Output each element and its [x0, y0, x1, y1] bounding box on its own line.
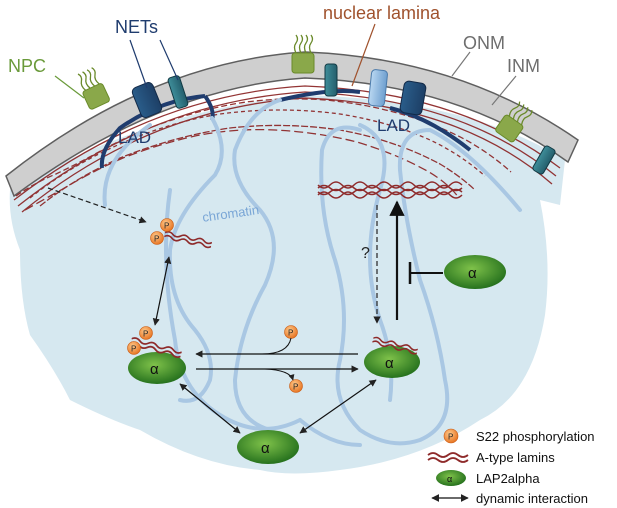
- net-mid-dark: [399, 80, 427, 116]
- svg-text:P: P: [293, 383, 298, 392]
- lap2alpha-left-glyph: α: [150, 361, 159, 378]
- legend-phospho-icon: P: [443, 428, 459, 444]
- onm-callout: [451, 51, 471, 77]
- legend: P S22 phosphorylation A-type lamins α LA…: [427, 428, 595, 506]
- phospho-mid-top: P: [284, 325, 298, 339]
- phospho-release-curve: [261, 337, 292, 355]
- svg-text:α: α: [447, 474, 452, 484]
- svg-text:P: P: [164, 222, 169, 231]
- legend-arrow-label: dynamic interaction: [476, 491, 588, 506]
- net-mid-teal: [324, 63, 338, 97]
- lamina-callout: [351, 23, 376, 87]
- phospho-add-curve: [264, 368, 295, 381]
- nets-callout-1: [129, 39, 148, 89]
- dashed-arrow-left: [47, 187, 147, 224]
- lap2alpha-right-mid-glyph: α: [385, 355, 394, 372]
- question-mark: ?: [361, 245, 370, 262]
- lamin-polymer-right: [317, 181, 463, 199]
- net-left-teal: [167, 75, 189, 109]
- lap2alpha-left: [128, 352, 186, 384]
- double-arrow-vertical: [152, 256, 172, 326]
- svg-text:P: P: [448, 433, 453, 442]
- inm-callout: [491, 75, 517, 106]
- svg-text:P: P: [154, 235, 159, 244]
- npc-right: [495, 101, 533, 143]
- nets-label: NETs: [115, 17, 158, 37]
- legend-phospho-label: S22 phosphorylation: [476, 429, 595, 444]
- svg-text:P: P: [143, 330, 148, 339]
- lap2alpha-bottom-glyph: α: [261, 440, 270, 457]
- lad-left-label: LAD: [118, 128, 151, 147]
- lad-right-line-2: [389, 106, 472, 152]
- lap2alpha-right-top-glyph: α: [468, 265, 477, 282]
- inm-label: INM: [507, 56, 540, 76]
- legend-lamins-label: A-type lamins: [476, 450, 555, 465]
- npc-callout: [54, 75, 85, 99]
- double-arrow-left-bottom: [179, 383, 241, 434]
- onm-label: ONM: [463, 33, 505, 53]
- phospho-top-1: P: [160, 218, 174, 232]
- phospho-left-1: P: [139, 326, 153, 340]
- legend-lamin-icon: [427, 452, 469, 463]
- phospho-mid-bottom: P: [289, 379, 303, 393]
- npc-top: [291, 34, 315, 74]
- legend-lap2-icon: α: [436, 470, 466, 486]
- lap2alpha-right-top: [444, 255, 506, 289]
- lad-right-label: LAD: [377, 116, 410, 135]
- nuclear-lamina-label: nuclear lamina: [323, 3, 441, 23]
- npc-label: NPC: [8, 56, 46, 76]
- svg-text:P: P: [131, 345, 136, 354]
- npc-left: [77, 67, 110, 110]
- chromatin-fibers: [102, 98, 522, 447]
- double-arrow-right-bottom: [299, 379, 377, 434]
- nets-callout-2: [159, 39, 179, 81]
- phospho-top-2: P: [150, 231, 164, 245]
- net-right-teal: [532, 145, 556, 175]
- svg-text:P: P: [288, 329, 293, 338]
- lap2alpha-bottom: [237, 430, 299, 464]
- net-left-dark: [131, 82, 163, 118]
- legend-lap2-label: LAP2alpha: [476, 471, 540, 486]
- phospho-left-2: P: [127, 341, 141, 355]
- lap2alpha-right-mid: [364, 346, 420, 378]
- net-mid-light: [368, 69, 388, 107]
